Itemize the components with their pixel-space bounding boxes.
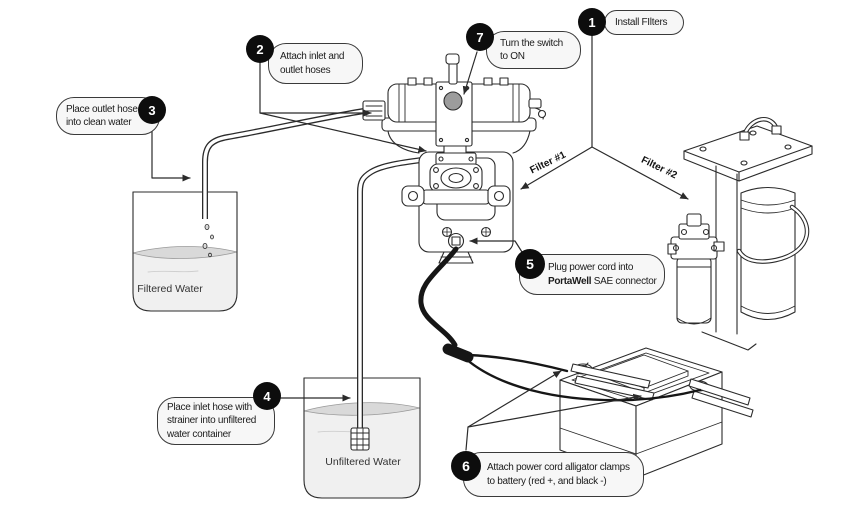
unfiltered-water-label: Unfiltered Water: [325, 456, 401, 468]
step-1-callout: Install FIlters: [604, 10, 684, 35]
power-cord: [418, 246, 702, 402]
step-4-badge: 4: [253, 382, 281, 410]
step-6-badge: 6: [451, 451, 481, 481]
step-2-text: Attach inlet and: [280, 51, 345, 63]
filtered-water-label: Filtered Water: [137, 283, 203, 295]
strainer: [350, 427, 370, 451]
step-7-callout: Turn the switch to ON: [486, 31, 581, 69]
alligator-clamps: [570, 363, 754, 418]
step-5-badge: 5: [515, 249, 545, 279]
step-6-text: Attach power cord alligator clamps: [487, 462, 630, 474]
step-1-text: Install FIlters: [615, 16, 668, 28]
step-7-badge: 7: [466, 23, 494, 51]
callout-connector-lines: [151, 35, 689, 451]
step-5-text: Plug power cord into: [548, 262, 634, 274]
sae-connector: [447, 232, 465, 250]
portawell-brand: PortaWell: [548, 275, 592, 287]
step-7-text: Turn the switch: [500, 37, 563, 49]
pump-unit: [362, 53, 547, 264]
step-1-badge: 1: [578, 8, 606, 36]
step-2-badge: 2: [246, 35, 274, 63]
filter-2-unit: [667, 117, 813, 351]
step-3-text: Place outlet hose: [66, 103, 138, 115]
water-drips: [202, 223, 214, 258]
power-switch: [443, 91, 463, 111]
step-3-badge: 3: [138, 96, 166, 124]
step-2-callout: Attach inlet and outlet hoses: [268, 43, 363, 84]
step-6-callout: Attach power cord alligator clamps to ba…: [463, 452, 644, 497]
step-4-text: Place inlet hose with: [167, 402, 252, 414]
inlet-hose: [357, 155, 437, 430]
outlet-hose: [202, 107, 371, 219]
